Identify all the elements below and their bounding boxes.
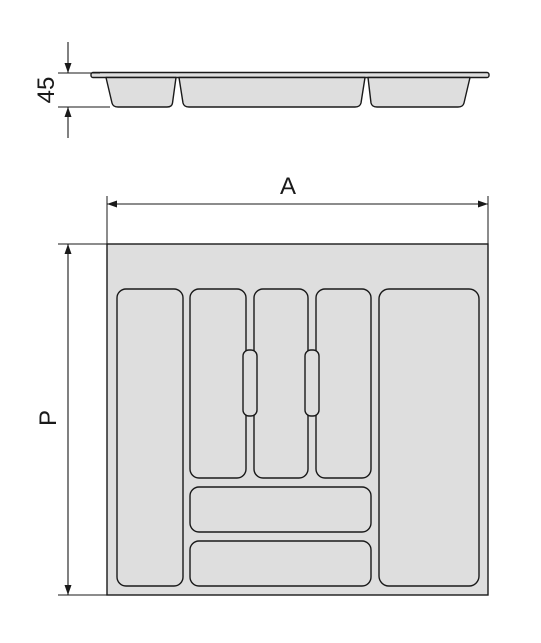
compartment-left-long xyxy=(116,288,184,587)
side-profile-view xyxy=(90,71,490,108)
top-view xyxy=(106,243,489,596)
divider-clip-right xyxy=(304,349,320,417)
compartment-horizontal-top xyxy=(189,486,372,533)
width-label: A xyxy=(280,173,296,200)
depth-label: P xyxy=(35,410,62,426)
compartment-narrow-3 xyxy=(315,288,372,479)
compartment-narrow-2 xyxy=(253,288,309,479)
divider-clip-left xyxy=(242,349,258,417)
compartment-right-wide xyxy=(378,288,480,587)
profile-compartment-middle xyxy=(178,76,366,108)
height-dimension: 45 xyxy=(33,42,110,138)
tray-rim xyxy=(90,71,490,79)
depth-dimension: P xyxy=(35,243,107,596)
height-label: 45 xyxy=(33,77,60,104)
compartment-narrow-1 xyxy=(189,288,247,479)
compartment-horizontal-bottom xyxy=(189,540,372,587)
profile-compartment-right xyxy=(367,76,471,108)
profile-compartment-left xyxy=(105,76,177,108)
width-dimension: A xyxy=(106,173,489,244)
